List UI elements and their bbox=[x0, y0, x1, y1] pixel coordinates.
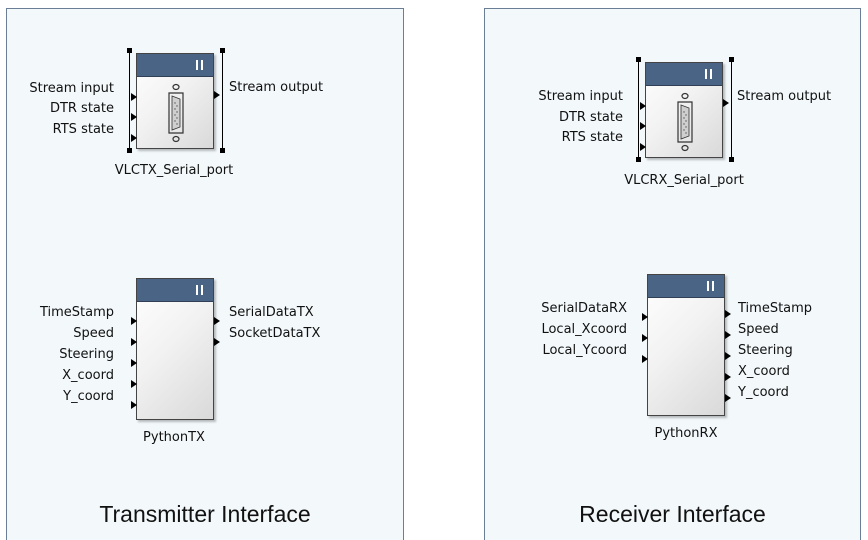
output-port-marker[interactable] bbox=[725, 373, 731, 381]
rx-serial-out-stream: Stream output bbox=[737, 89, 832, 104]
pause-icon bbox=[196, 60, 203, 70]
tx-serial-port-block[interactable] bbox=[136, 53, 214, 149]
tx-serial-in-stream: Stream input bbox=[29, 81, 114, 96]
output-port-marker[interactable] bbox=[214, 338, 220, 346]
input-port-marker[interactable] bbox=[640, 143, 646, 151]
input-port-marker[interactable] bbox=[131, 401, 137, 409]
input-port-marker[interactable] bbox=[642, 355, 648, 363]
input-port-marker[interactable] bbox=[640, 122, 646, 130]
tx-python-out-socketdata: SocketDataTX bbox=[229, 326, 321, 341]
rx-serial-in-stream: Stream input bbox=[538, 89, 623, 104]
rx-python-block[interactable] bbox=[647, 274, 725, 416]
rx-python-out-xcoord: X_coord bbox=[738, 364, 790, 379]
rx-python-in-localx: Local_Xcoord bbox=[541, 322, 627, 337]
rx-python-out-ycoord: Y_coord bbox=[738, 385, 789, 400]
receiver-title: Receiver Interface bbox=[579, 501, 766, 527]
rx-serial-in-dtr: DTR state bbox=[558, 110, 623, 125]
rx-python-out-steering: Steering bbox=[738, 343, 793, 358]
tx-python-block-name: PythonTX bbox=[143, 430, 205, 445]
pause-icon bbox=[196, 285, 203, 295]
tx-python-block[interactable] bbox=[136, 278, 214, 420]
serial-port-icon bbox=[677, 92, 693, 152]
tx-python-in-speed: Speed bbox=[73, 326, 114, 341]
input-port-marker[interactable] bbox=[642, 313, 648, 321]
input-port-marker[interactable] bbox=[642, 334, 648, 342]
output-port-marker[interactable] bbox=[725, 352, 731, 360]
rx-python-out-timestamp: TimeStamp bbox=[738, 301, 813, 316]
rx-python-in-serialdata: SerialDataRX bbox=[541, 301, 627, 316]
output-port-marker[interactable] bbox=[214, 317, 220, 325]
tx-python-in-xcoord: X_coord bbox=[62, 368, 114, 383]
tx-python-in-timestamp: TimeStamp bbox=[39, 305, 114, 320]
input-port-marker[interactable] bbox=[131, 338, 137, 346]
block-header bbox=[646, 63, 722, 86]
output-port-marker[interactable] bbox=[725, 394, 731, 402]
input-port-marker[interactable] bbox=[640, 102, 646, 110]
serial-port-icon bbox=[168, 83, 184, 143]
pause-icon bbox=[705, 69, 712, 79]
output-port-marker[interactable] bbox=[723, 99, 729, 107]
tx-python-in-steering: Steering bbox=[59, 347, 114, 362]
input-port-marker[interactable] bbox=[131, 317, 137, 325]
rx-serial-block-name: VLCRX_Serial_port bbox=[624, 173, 744, 188]
input-port-marker[interactable] bbox=[131, 93, 137, 101]
output-port-marker[interactable] bbox=[214, 91, 220, 99]
output-port-marker[interactable] bbox=[725, 331, 731, 339]
tx-serial-out-stream: Stream output bbox=[229, 80, 324, 95]
input-port-marker[interactable] bbox=[131, 359, 137, 367]
block-header bbox=[648, 275, 724, 298]
rx-python-block-name: PythonRX bbox=[654, 426, 718, 441]
block-header bbox=[137, 54, 213, 77]
rx-python-in-localy: Local_Ycoord bbox=[542, 343, 627, 358]
tx-python-out-serialdata: SerialDataTX bbox=[229, 305, 314, 320]
block-header bbox=[137, 279, 213, 302]
tx-serial-in-dtr: DTR state bbox=[49, 101, 114, 116]
tx-python-in-ycoord: Y_coord bbox=[63, 389, 114, 404]
output-port-marker[interactable] bbox=[725, 310, 731, 318]
pause-icon bbox=[707, 281, 714, 291]
input-port-marker[interactable] bbox=[131, 380, 137, 388]
rx-serial-port-block[interactable] bbox=[645, 62, 723, 158]
rx-serial-in-rts: RTS state bbox=[561, 130, 623, 145]
input-port-marker[interactable] bbox=[131, 113, 137, 121]
transmitter-title: Transmitter Interface bbox=[99, 501, 311, 527]
input-port-marker[interactable] bbox=[131, 134, 137, 142]
tx-serial-block-name: VLCTX_Serial_port bbox=[114, 163, 234, 178]
rx-python-out-speed: Speed bbox=[738, 322, 779, 337]
tx-serial-in-rts: RTS state bbox=[52, 122, 114, 137]
